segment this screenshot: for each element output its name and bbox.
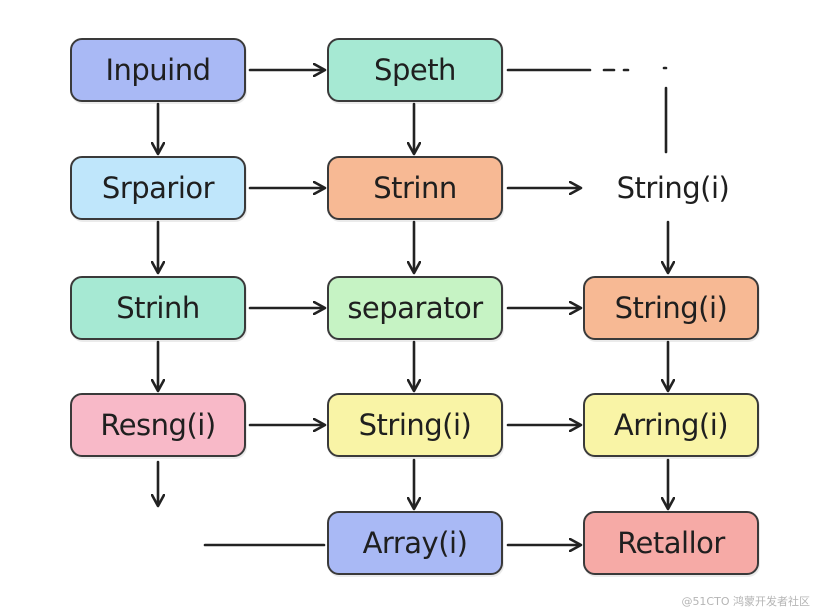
label-string-plain: String(i) [616,171,730,205]
node-string-orange: String(i) [583,276,759,340]
node-strinh: Strinh [70,276,246,340]
node-speth: Speth [327,38,503,102]
node-separator: separator [327,276,503,340]
watermark: @51CTO 鸿蒙开发者社区 [681,595,810,608]
node-array: Array(i) [327,511,503,575]
node-resng: Resng(i) [70,393,246,457]
node-srparior: Srparior [70,156,246,220]
node-inpuind: Inpuind [70,38,246,102]
node-retallor: Retallor [583,511,759,575]
node-arring: Arring(i) [583,393,759,457]
node-string-yellow: String(i) [327,393,503,457]
node-strinn: Strinn [327,156,503,220]
